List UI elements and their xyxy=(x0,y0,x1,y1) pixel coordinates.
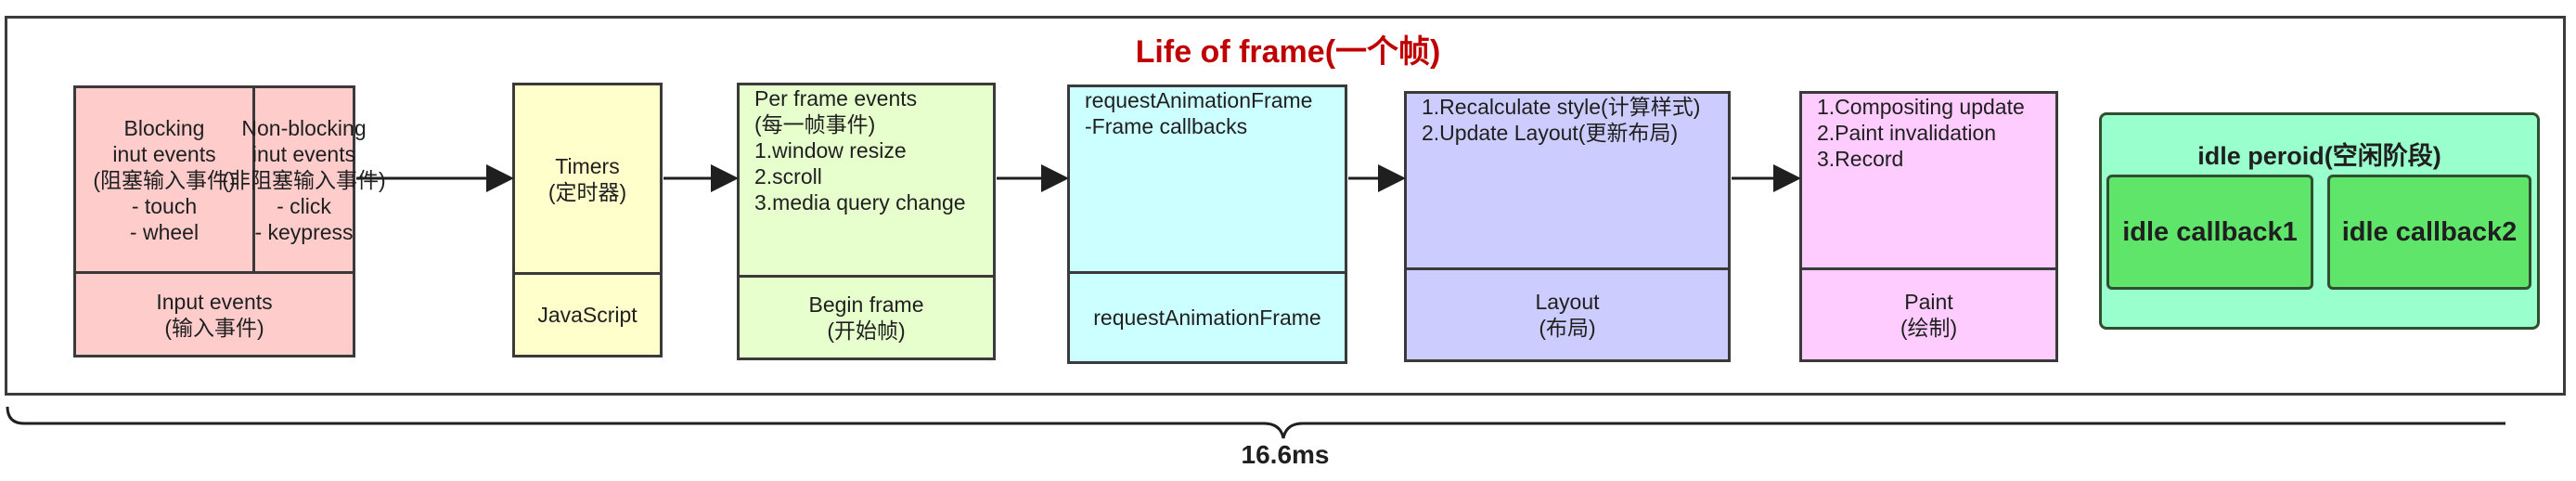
input-events-divider xyxy=(252,88,255,271)
begin-frame-box: Per frame events (每一帧事件) 1.window resize… xyxy=(737,83,996,360)
begin-frame-footer: Begin frame (开始帧) xyxy=(808,292,924,343)
input-events-separator xyxy=(76,271,353,274)
nonblocking-input-events: Non-blocking inut events (非阻塞输入事件) - cli… xyxy=(222,115,386,244)
paint-separator xyxy=(1802,267,2055,270)
idle-period-title: idle peroid(空闲阶段) xyxy=(2197,142,2441,170)
frame-duration-label: 16.6ms xyxy=(1241,440,1330,469)
layout-footer: Layout (布局) xyxy=(1535,290,1600,340)
input-events-box: Blocking inut events (阻塞输入事件) - touch - … xyxy=(73,85,386,358)
blocking-input-events: Blocking inut events (阻塞输入事件) - touch - … xyxy=(93,115,236,244)
idle-period-box: idle peroid(空闲阶段) idle callback1 idle ca… xyxy=(2099,112,2540,330)
paint-steps: 1.Compositing update 2.Paint invalidatio… xyxy=(1817,95,2025,171)
begin-frame-separator xyxy=(740,275,993,278)
timers-box: Timers (定时器) JavaScript xyxy=(512,83,663,358)
raf-separator xyxy=(1070,271,1345,274)
raf-box: requestAnimationFrame -Frame callbacks r… xyxy=(1067,84,1347,364)
timers-footer: JavaScript xyxy=(537,303,638,327)
layout-box: 1.Recalculate style(计算样式) 2.Update Layou… xyxy=(1404,91,1731,362)
input-events-footer: Input events (输入事件) xyxy=(156,289,273,340)
idle-callback-2: idle callback2 xyxy=(2327,175,2531,290)
layout-steps: 1.Recalculate style(计算样式) 2.Update Layou… xyxy=(1422,95,1701,145)
per-frame-events: Per frame events (每一帧事件) 1.window resize… xyxy=(754,86,966,214)
raf-footer: requestAnimationFrame xyxy=(1093,306,1321,330)
idle-callback-1: idle callback1 xyxy=(2106,175,2313,290)
timers-top: Timers (定时器) xyxy=(547,153,627,204)
timers-separator xyxy=(515,272,660,275)
layout-separator xyxy=(1407,267,1728,270)
paint-footer: Paint (绘制) xyxy=(1900,290,1958,340)
paint-box: 1.Compositing update 2.Paint invalidatio… xyxy=(1799,91,2058,362)
raf-frame-callbacks: requestAnimationFrame -Frame callbacks xyxy=(1085,88,1313,138)
diagram-title: Life of frame(一个帧) xyxy=(1135,34,1441,70)
